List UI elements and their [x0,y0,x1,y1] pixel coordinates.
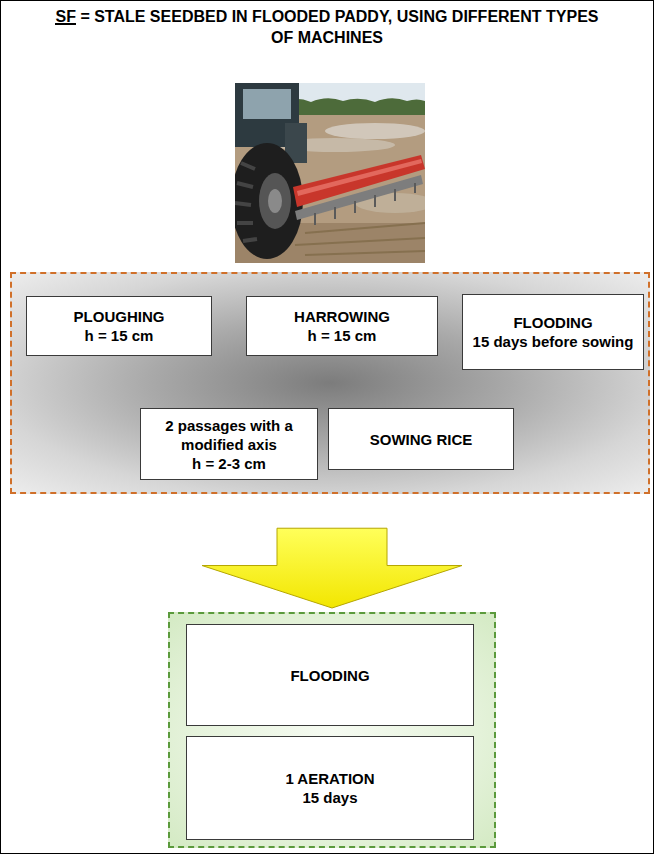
diagram-title: SF = STALE SEEDBED IN FLOODED PADDY, USI… [55,8,598,46]
step-detail: 15 days before sowing [473,332,634,351]
diagram-title-block: SF = STALE SEEDBED IN FLOODED PADDY, USI… [47,6,607,48]
step-detail: h = 15 cm [308,326,377,345]
step-label: 1 AERATION [285,769,374,788]
step-box: 2 passages with a modified axish = 2-3 c… [140,408,318,480]
step-label: SOWING RICE [370,430,473,449]
block-arrow [202,528,462,608]
step-label: PLOUGHING [74,307,165,326]
step-detail: 15 days [302,788,357,807]
step-box: HARROWINGh = 15 cm [246,296,438,356]
step-box: SOWING RICE [328,408,514,470]
step-label: FLOODING [290,666,369,685]
phase-panel: FLOODING 1 AERATION15 days [168,612,496,848]
step-label: 2 passages with a modified axis [149,416,309,454]
step-box: PLOUGHINGh = 15 cm [26,296,212,356]
step-box: 1 AERATION15 days [186,736,474,840]
step-box: FLOODING15 days before sowing [462,294,644,370]
phase-panel: PLOUGHINGh = 15 cmHARROWINGh = 15 cmFLOO… [10,272,650,494]
step-detail: h = 15 cm [85,326,154,345]
step-box: FLOODING [186,624,474,726]
tractor-photo [235,83,425,263]
step-detail: h = 2-3 cm [192,454,266,473]
step-label: HARROWING [294,307,390,326]
step-label: FLOODING [513,313,592,332]
title-underline [55,23,75,25]
